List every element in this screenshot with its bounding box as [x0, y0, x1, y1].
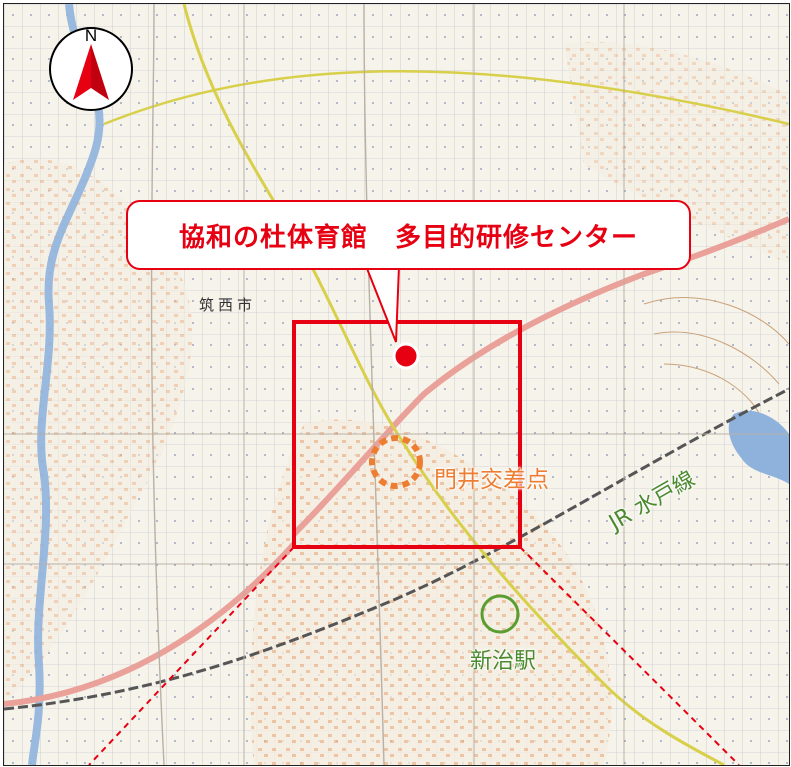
venue-marker-icon[interactable] [392, 342, 420, 370]
main-road [4, 541, 297, 707]
zoom-guide-left [88, 546, 295, 765]
highlight-area [292, 320, 522, 549]
topographic-map[interactable] [4, 4, 789, 765]
compass-north-icon: N [48, 26, 134, 112]
town-area [564, 42, 789, 264]
north-label: N [84, 26, 98, 45]
minor-road [150, 4, 385, 765]
yellow-road [103, 70, 789, 126]
junction-marker-icon[interactable] [369, 435, 423, 489]
station-label: 新治駅 [470, 649, 537, 674]
pond [728, 410, 789, 484]
railway-line [4, 387, 789, 711]
minor-road [4, 4, 789, 765]
callout-box: 協和の杜体育館 多目的研修センター [126, 200, 691, 270]
river-line [28, 4, 104, 765]
yellow-road [182, 4, 725, 765]
junction-label: 門井交差点 [434, 467, 550, 494]
zoom-guide-right [519, 546, 740, 765]
city-label: 筑西市 [199, 296, 257, 314]
map-frame[interactable]: 協和の杜体育館 多目的研修センター 筑西市 門井交差点 JR 水戸線 新治駅 N [3, 3, 790, 766]
station-marker-icon[interactable] [480, 594, 520, 634]
callout-label: 協和の杜体育館 多目的研修センター [178, 222, 638, 253]
